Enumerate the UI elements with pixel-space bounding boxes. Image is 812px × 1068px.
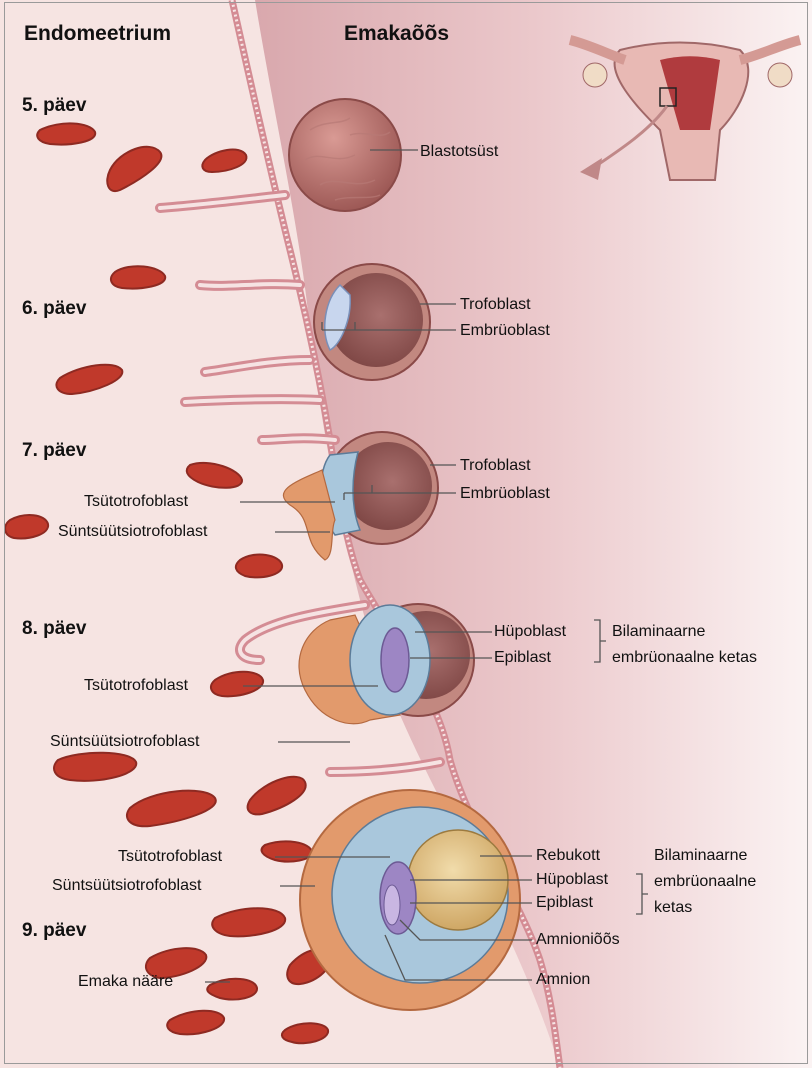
label-yolk-sac: Rebukott xyxy=(536,847,600,865)
header-uterine-cavity: Emakaõõs xyxy=(344,22,449,46)
label-epiblast-day9: Epiblast xyxy=(536,894,593,912)
label-day-9: 9. päev xyxy=(22,920,86,942)
label-syncytiotrophoblast-day9: Süntsüütsiotrofoblast xyxy=(52,877,201,895)
label-day-8: 8. päev xyxy=(22,618,86,640)
label-embryoblast-day7: Embrüoblast xyxy=(460,485,550,503)
label-bilaminar-day9-line1: Bilaminaarne xyxy=(654,847,747,865)
label-hypoblast-day8: Hüpoblast xyxy=(494,623,566,641)
label-syncytiotrophoblast-day8: Süntsüütsiotrofoblast xyxy=(50,733,199,751)
label-day-7: 7. päev xyxy=(22,440,86,462)
epiblast-day8 xyxy=(381,628,409,692)
blood-vessels xyxy=(5,123,331,1043)
blastocyst-day5 xyxy=(289,99,401,211)
label-trophoblast-day6: Trofoblast xyxy=(460,296,531,314)
amniotic-cavity xyxy=(384,885,400,925)
label-bilaminar-day8-line1: Bilaminaarne xyxy=(612,623,705,641)
label-bilaminar-day9-line2: embrüonaalne xyxy=(654,873,756,891)
label-day-6: 6. päev xyxy=(22,298,86,320)
label-hypoblast-day9: Hüpoblast xyxy=(536,871,608,889)
label-amniotic-cavity: Amnioniõõs xyxy=(536,931,620,949)
label-bilaminar-day8-line2: embrüonaalne ketas xyxy=(612,649,757,667)
label-bilaminar-day9-line3: ketas xyxy=(654,899,692,917)
header-endometrium: Endomeetrium xyxy=(24,22,171,46)
label-amnion: Amnion xyxy=(536,971,590,989)
label-cytotrophoblast-day8: Tsütotrofoblast xyxy=(84,677,188,695)
label-day-5: 5. päev xyxy=(22,95,86,117)
label-trophoblast-day7: Trofoblast xyxy=(460,457,531,475)
label-embryoblast-day6: Embrüoblast xyxy=(460,322,550,340)
label-cytotrophoblast-day7: Tsütotrofoblast xyxy=(84,493,188,511)
label-epiblast-day8: Epiblast xyxy=(494,649,551,667)
label-cytotrophoblast-day9: Tsütotrofoblast xyxy=(118,848,222,866)
label-blastocyst: Blastotsüst xyxy=(420,143,498,161)
label-syncytiotrophoblast-day7: Süntsüütsiotrofoblast xyxy=(58,523,207,541)
label-uterine-gland: Emaka nääre xyxy=(78,973,173,991)
